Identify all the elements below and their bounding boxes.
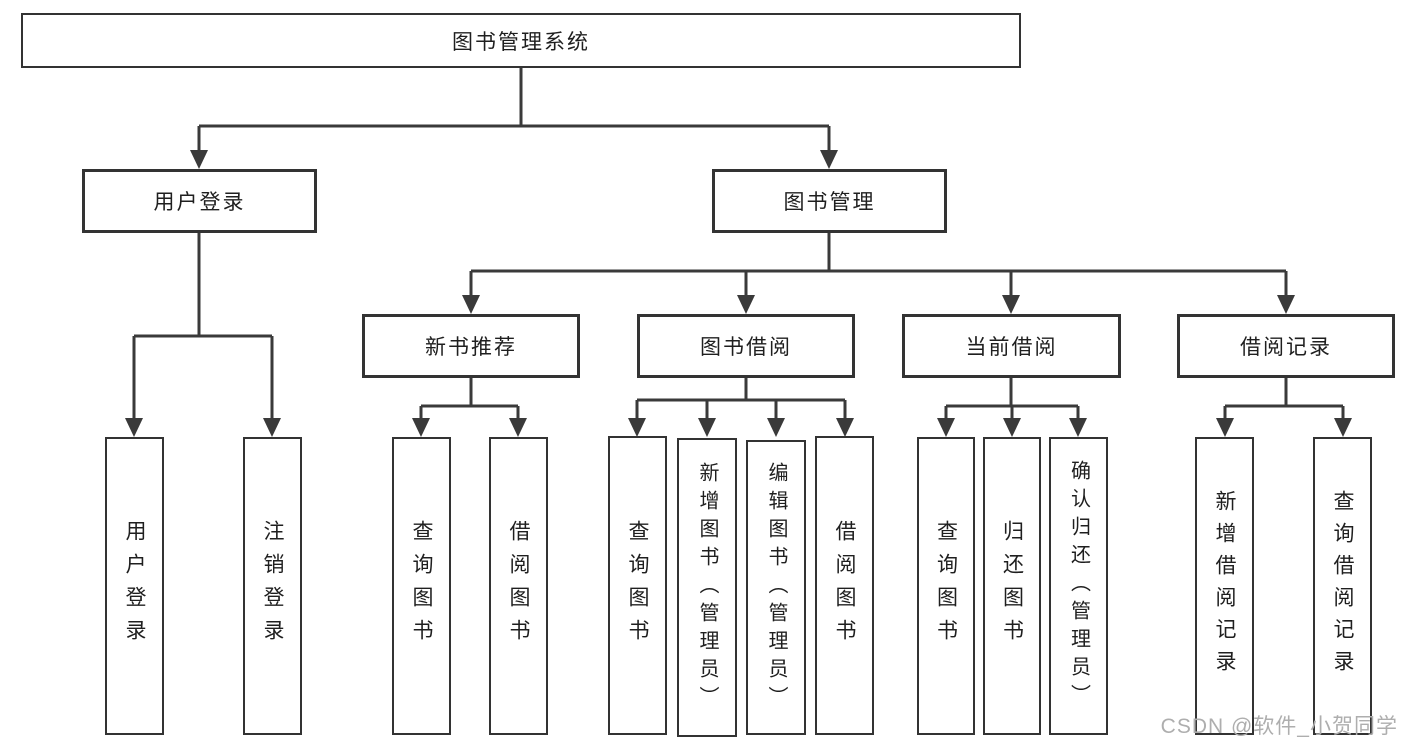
- node-borrow-records-label: 借阅记录: [1240, 336, 1332, 359]
- leaf-logout-label: 注销登录: [261, 520, 284, 652]
- leaf-borrow-query-books: 查询图书: [608, 436, 667, 735]
- leaf-records-query-record: 查询借阅记录: [1313, 437, 1372, 735]
- node-current-borrow-label: 当前借阅: [965, 336, 1058, 359]
- leaf-borrow-borrow-books: 借阅图书: [815, 436, 874, 735]
- leaf-current-query-books: 查询图书: [917, 437, 975, 735]
- node-book-management-label: 图书管理: [783, 191, 876, 214]
- leaf-records-add-record-label: 新增借阅记录: [1213, 490, 1236, 682]
- node-root-label: 图书管理系统: [452, 30, 590, 54]
- node-book-management: 图书管理: [712, 169, 947, 233]
- leaf-current-confirm-return-admin: 确认归还（管理员）: [1049, 437, 1108, 735]
- leaf-borrow-edit-books-admin: 编辑图书（管理员）: [746, 440, 806, 735]
- node-user-login: 用户登录: [82, 169, 317, 233]
- node-borrow-records: 借阅记录: [1177, 314, 1395, 378]
- node-book-borrow-label: 图书借阅: [700, 336, 792, 359]
- leaf-records-add-record: 新增借阅记录: [1195, 437, 1254, 735]
- leaf-user-login: 用户登录: [105, 437, 164, 735]
- node-root: 图书管理系统: [21, 13, 1021, 68]
- leaf-borrow-add-books-admin-label: 新增图书（管理员）: [696, 461, 718, 714]
- node-new-book-recommend-label: 新书推荐: [425, 336, 517, 359]
- leaf-current-confirm-return-admin-label: 确认归还（管理员）: [1067, 460, 1090, 712]
- leaf-current-query-books-label: 查询图书: [934, 520, 958, 652]
- leaf-newbooks-query-books-label: 查询图书: [410, 520, 433, 652]
- leaf-current-return-books-label: 归还图书: [1000, 520, 1024, 652]
- node-user-login-label: 用户登录: [153, 191, 246, 214]
- leaf-logout: 注销登录: [243, 437, 302, 735]
- leaf-borrow-edit-books-admin-label: 编辑图书（管理员）: [765, 461, 787, 714]
- leaf-user-login-label: 用户登录: [123, 520, 146, 652]
- leaf-current-return-books: 归还图书: [983, 437, 1041, 735]
- node-book-borrow: 图书借阅: [637, 314, 855, 378]
- leaf-newbooks-borrow-books: 借阅图书: [489, 437, 548, 735]
- leaf-newbooks-query-books: 查询图书: [392, 437, 451, 735]
- leaf-newbooks-borrow-books-label: 借阅图书: [507, 520, 530, 652]
- node-current-borrow: 当前借阅: [902, 314, 1121, 378]
- csdn-watermark: CSDN @软件_小贺同学: [1160, 715, 1398, 738]
- leaf-borrow-add-books-admin: 新增图书（管理员）: [677, 438, 737, 737]
- leaf-records-query-record-label: 查询借阅记录: [1331, 490, 1354, 682]
- node-new-book-recommend: 新书推荐: [362, 314, 580, 378]
- leaf-borrow-borrow-books-label: 借阅图书: [833, 519, 856, 652]
- leaf-borrow-query-books-label: 查询图书: [626, 519, 649, 652]
